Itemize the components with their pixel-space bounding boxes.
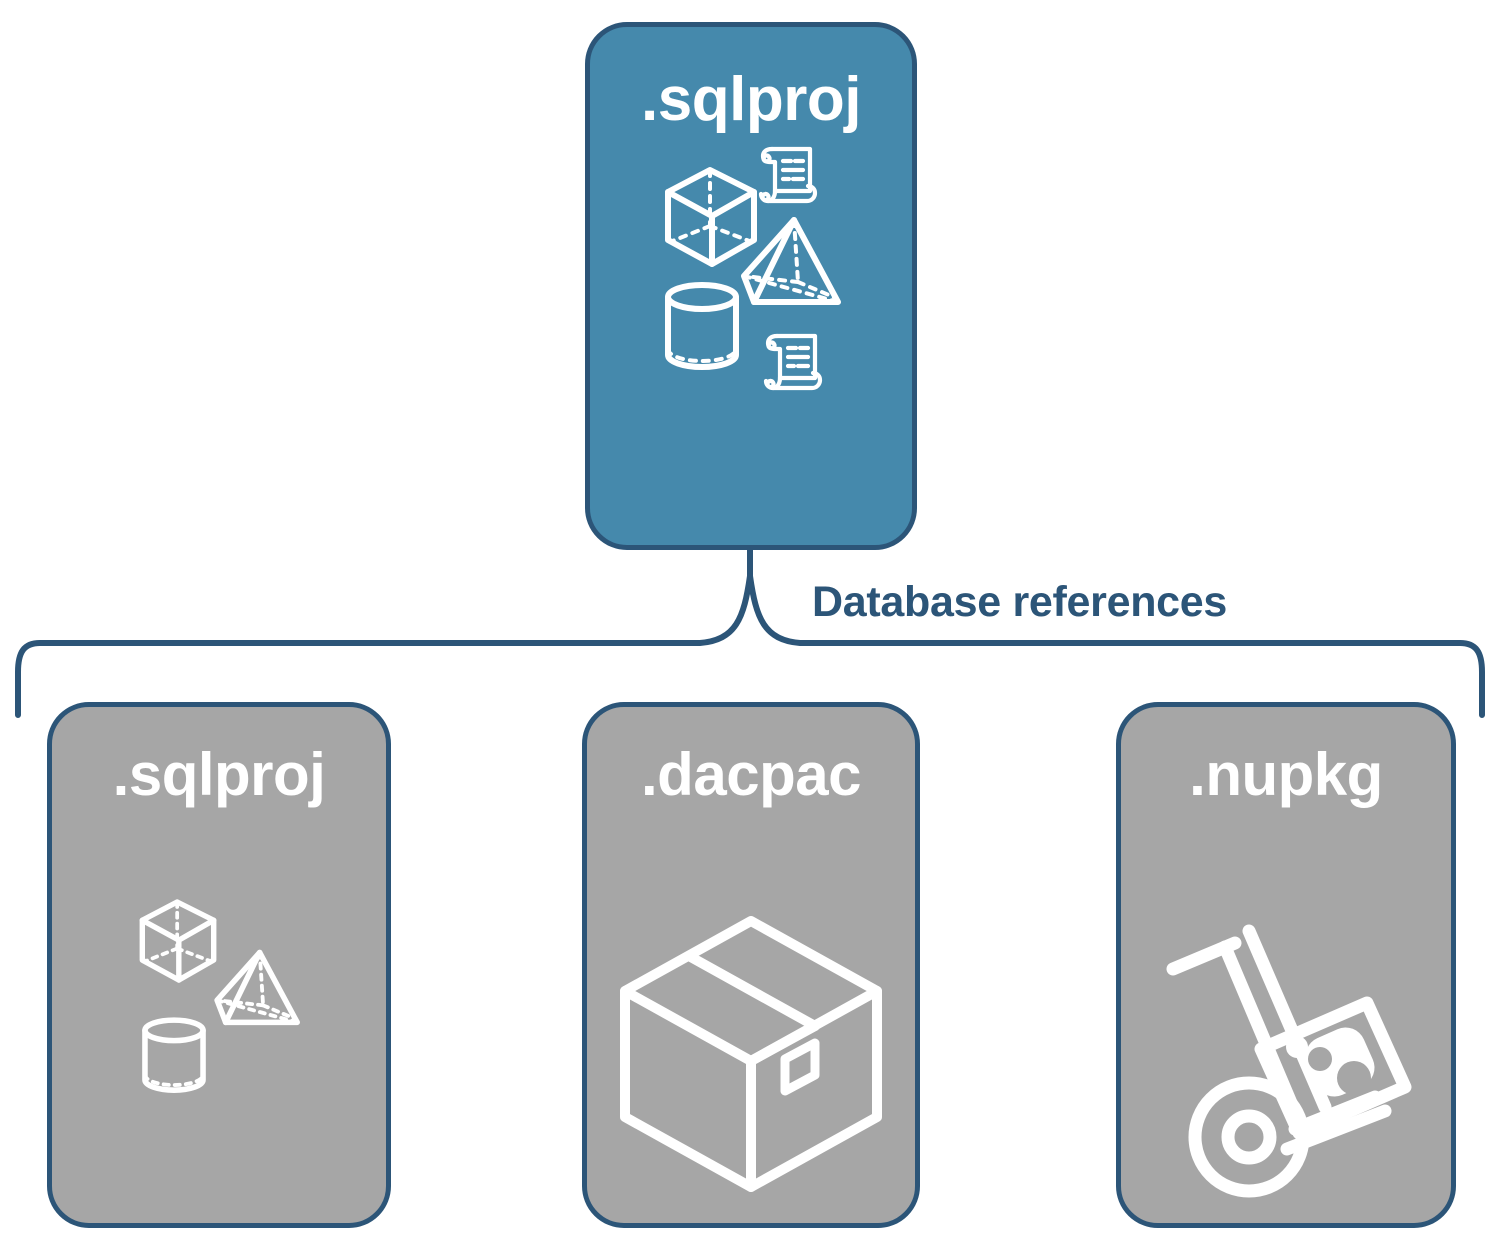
- cylinder-wireframe-icon: [665, 282, 739, 370]
- node-icon-group: [590, 131, 912, 545]
- node-title: .sqlproj: [112, 741, 326, 808]
- node-card-nupkg[interactable]: .nupkg: [1116, 702, 1456, 1228]
- script-scroll-icon: [758, 146, 818, 204]
- node-title: .dacpac: [641, 741, 861, 808]
- hand-truck-package-icon: [1166, 924, 1412, 1198]
- node-title: .sqlproj: [641, 65, 861, 134]
- node-card-dacpac[interactable]: .dacpac: [582, 702, 920, 1228]
- node-icon-group: [1121, 805, 1451, 1223]
- node-card-sqlproj-ref[interactable]: .sqlproj: [47, 702, 391, 1228]
- node-card-sqlproj-root[interactable]: .sqlproj: [585, 22, 917, 550]
- shipping-box-icon: [620, 916, 882, 1192]
- node-icon-group: [52, 805, 386, 1223]
- script-scroll-icon: [763, 333, 823, 391]
- cube-wireframe-icon: [139, 899, 217, 983]
- node-title: .nupkg: [1189, 741, 1383, 808]
- node-icon-group: [587, 805, 915, 1223]
- cylinder-wireframe-icon: [142, 1017, 206, 1093]
- pyramid-wireframe-icon: [214, 949, 300, 1026]
- bracket-label: Database references: [812, 578, 1227, 626]
- cube-wireframe-icon: [665, 167, 757, 267]
- pyramid-wireframe-icon: [741, 217, 841, 305]
